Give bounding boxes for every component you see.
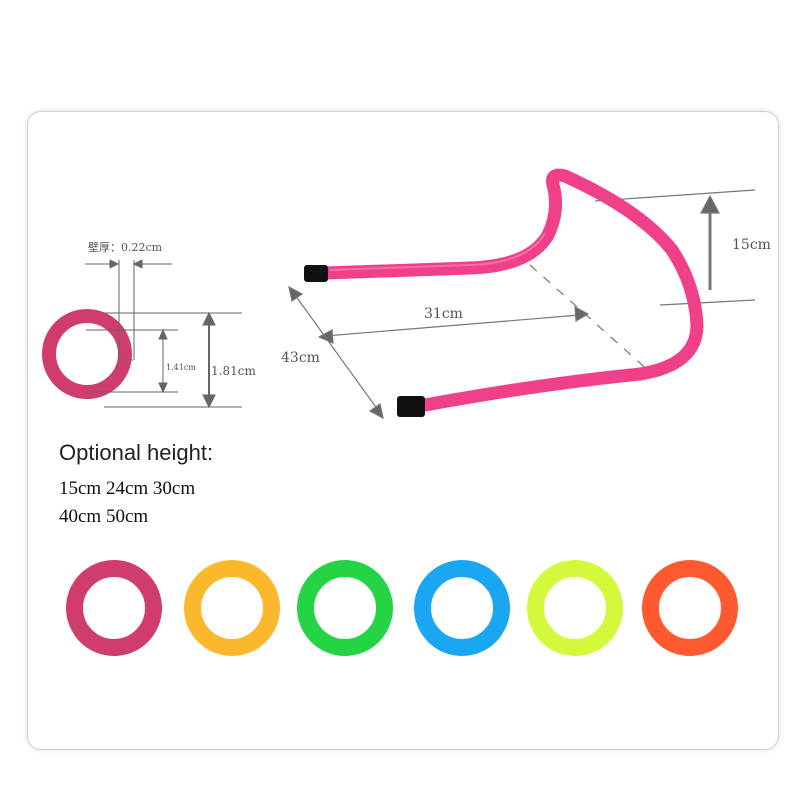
- color-ring-orange: [642, 560, 738, 656]
- color-ring-green: [297, 560, 393, 656]
- product-card: [27, 111, 779, 750]
- height-options-line-1: 15cm 24cm 30cm: [59, 478, 196, 499]
- color-ring-yellow: [184, 560, 280, 656]
- right-end-cap: [397, 396, 425, 417]
- color-ring-lime: [527, 560, 623, 656]
- color-options: [66, 560, 746, 656]
- tube-ring: [42, 309, 132, 399]
- color-ring-blue: [414, 560, 510, 656]
- height-label: 15cm: [732, 237, 771, 253]
- hurdle-illustration: 15cm 31cm 43cm: [281, 168, 771, 420]
- inner-diameter-label: 1.41cm: [166, 363, 196, 372]
- width-label: 31cm: [424, 306, 463, 322]
- wall-thickness-label: 壁厚：0.22cm: [88, 240, 163, 254]
- tube-cross-section: 壁厚：0.22cm 1.41cm 1.81cm: [42, 240, 256, 409]
- left-end-cap: [304, 265, 328, 282]
- height-options-line-2: 40cm 50cm: [59, 506, 149, 527]
- depth-label: 43cm: [281, 350, 320, 366]
- color-ring-rose: [66, 560, 162, 656]
- hurdle-tube: [318, 168, 704, 412]
- optional-height-title: Optional height:: [59, 440, 214, 465]
- outer-diameter-label: 1.81cm: [211, 364, 256, 378]
